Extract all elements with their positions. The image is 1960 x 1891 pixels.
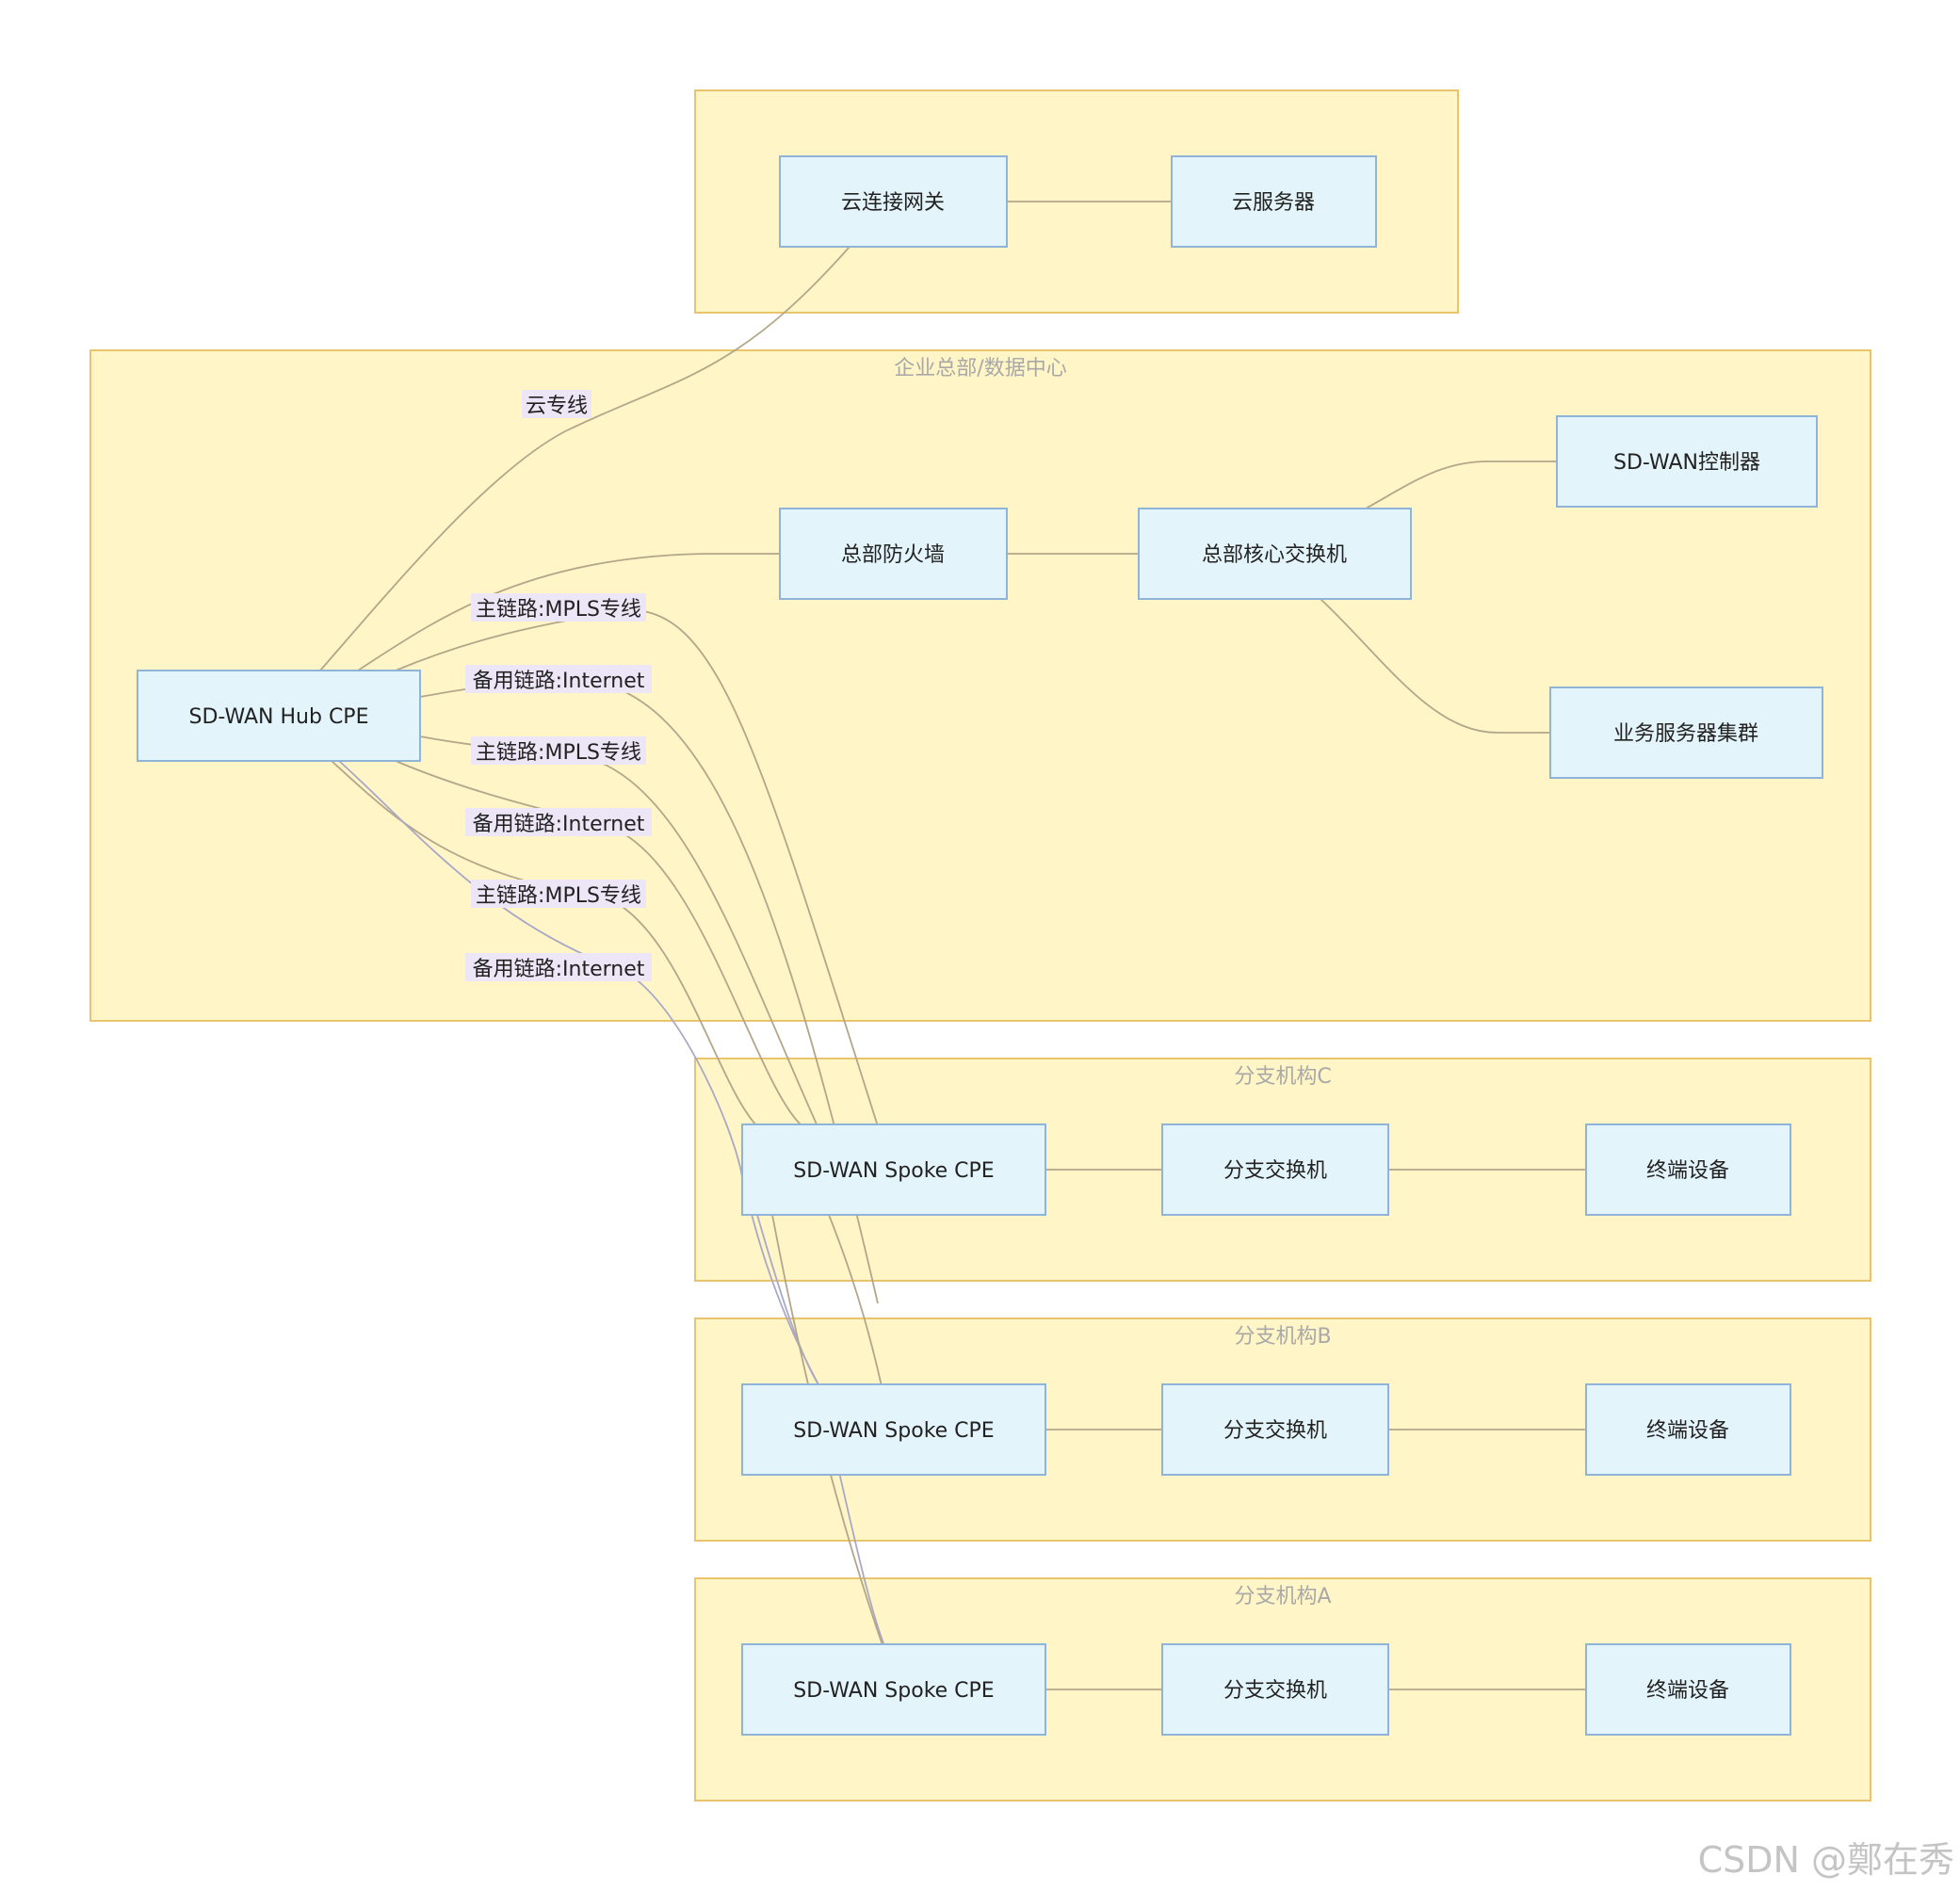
edge-core-cluster [1320,598,1550,734]
nodes: 云连接网关 云服务器 总部防火墙 总部核心交换机 SD-WAN控制器 业务服务器… [137,155,1823,1736]
node-sdwan-controller-label: SD-WAN控制器 [1613,451,1760,475]
group-branch-a-title: 分支机构A [1234,1585,1331,1608]
edge-label-backup-b-text: 备用链路:Internet [473,813,645,836]
node-hq-core-switch-label: 总部核心交换机 [1202,543,1347,567]
edge-label-primary-c: 主链路:MPLS专线 [471,593,646,622]
edge-label-primary-a: 主链路:MPLS专线 [471,880,646,908]
edge-label-backup-a: 备用链路:Internet [465,953,652,981]
edge-spoke-cross-1 [756,1214,820,1387]
edge-hub-gateway [319,246,850,671]
edge-core-controller [1365,461,1557,509]
node-hq-firewall[interactable]: 总部防火墙 [779,508,1008,600]
group-hq-title: 企业总部/数据中心 [894,357,1066,380]
node-cloud-gateway-label: 云连接网关 [841,191,945,215]
edge-spoke-cross-3 [828,1214,883,1387]
edge-hub-firewall [357,553,780,671]
edge-labels: 云专线 主链路:MPLS专线 备用链路:Internet 主链路:MPLS专线 … [465,390,652,981]
edge-label-primary-a-text: 主链路:MPLS专线 [476,884,641,908]
edge-label-primary-c-text: 主链路:MPLS专线 [476,598,641,622]
node-switch-b-label: 分支交换机 [1223,1419,1327,1443]
edge-label-backup-a-text: 备用链路:Internet [473,958,645,981]
node-spoke-b-label: SD-WAN Spoke CPE [793,1419,994,1443]
node-spoke-a-label: SD-WAN Spoke CPE [793,1679,994,1703]
edge-label-cloud-line-text: 云专线 [526,395,588,418]
node-hub-cpe[interactable]: SD-WAN Hub CPE [137,670,421,762]
node-cloud-gateway[interactable]: 云连接网关 [779,155,1008,248]
node-switch-b[interactable]: 分支交换机 [1161,1383,1389,1476]
node-switch-a[interactable]: 分支交换机 [1161,1643,1389,1736]
node-switch-a-label: 分支交换机 [1223,1679,1327,1703]
node-hub-cpe-label: SD-WAN Hub CPE [189,705,369,729]
node-terminal-a-label: 终端设备 [1646,1679,1729,1703]
edge-label-backup-b: 备用链路:Internet [465,808,652,836]
edge-label-cloud-line: 云专线 [522,390,591,418]
node-spoke-c[interactable]: SD-WAN Spoke CPE [741,1123,1046,1216]
group-branch-c-title: 分支机构C [1234,1065,1331,1089]
node-hq-firewall-label: 总部防火墙 [841,543,945,567]
node-switch-c[interactable]: 分支交换机 [1161,1123,1389,1216]
node-sdwan-controller[interactable]: SD-WAN控制器 [1556,415,1818,508]
group-branch-b-title: 分支机构B [1234,1325,1331,1349]
watermark-text: CSDN @鄭在秀 [1698,1839,1954,1881]
node-terminal-a[interactable]: 终端设备 [1585,1643,1791,1736]
node-server-cluster-label: 业务服务器集群 [1613,722,1758,746]
node-spoke-b[interactable]: SD-WAN Spoke CPE [741,1383,1046,1476]
node-terminal-b-label: 终端设备 [1646,1419,1729,1443]
edge-hub-spoke-c-primary [395,608,879,1127]
edge-label-backup-c-text: 备用链路:Internet [473,670,645,693]
node-switch-c-label: 分支交换机 [1223,1159,1327,1183]
edge-label-backup-c: 备用链路:Internet [465,665,652,693]
edge-label-primary-b-text: 主链路:MPLS专线 [476,741,641,765]
node-terminal-c-label: 终端设备 [1646,1159,1729,1183]
node-server-cluster[interactable]: 业务服务器集群 [1549,687,1823,779]
node-spoke-c-label: SD-WAN Spoke CPE [793,1159,994,1183]
node-terminal-b[interactable]: 终端设备 [1585,1383,1791,1476]
node-cloud-server-label: 云服务器 [1232,191,1315,215]
node-terminal-c[interactable]: 终端设备 [1585,1123,1791,1216]
node-spoke-a[interactable]: SD-WAN Spoke CPE [741,1643,1046,1736]
node-hq-core-switch[interactable]: 总部核心交换机 [1138,508,1412,600]
node-cloud-server[interactable]: 云服务器 [1171,155,1377,248]
edge-label-primary-b: 主链路:MPLS专线 [471,736,646,765]
